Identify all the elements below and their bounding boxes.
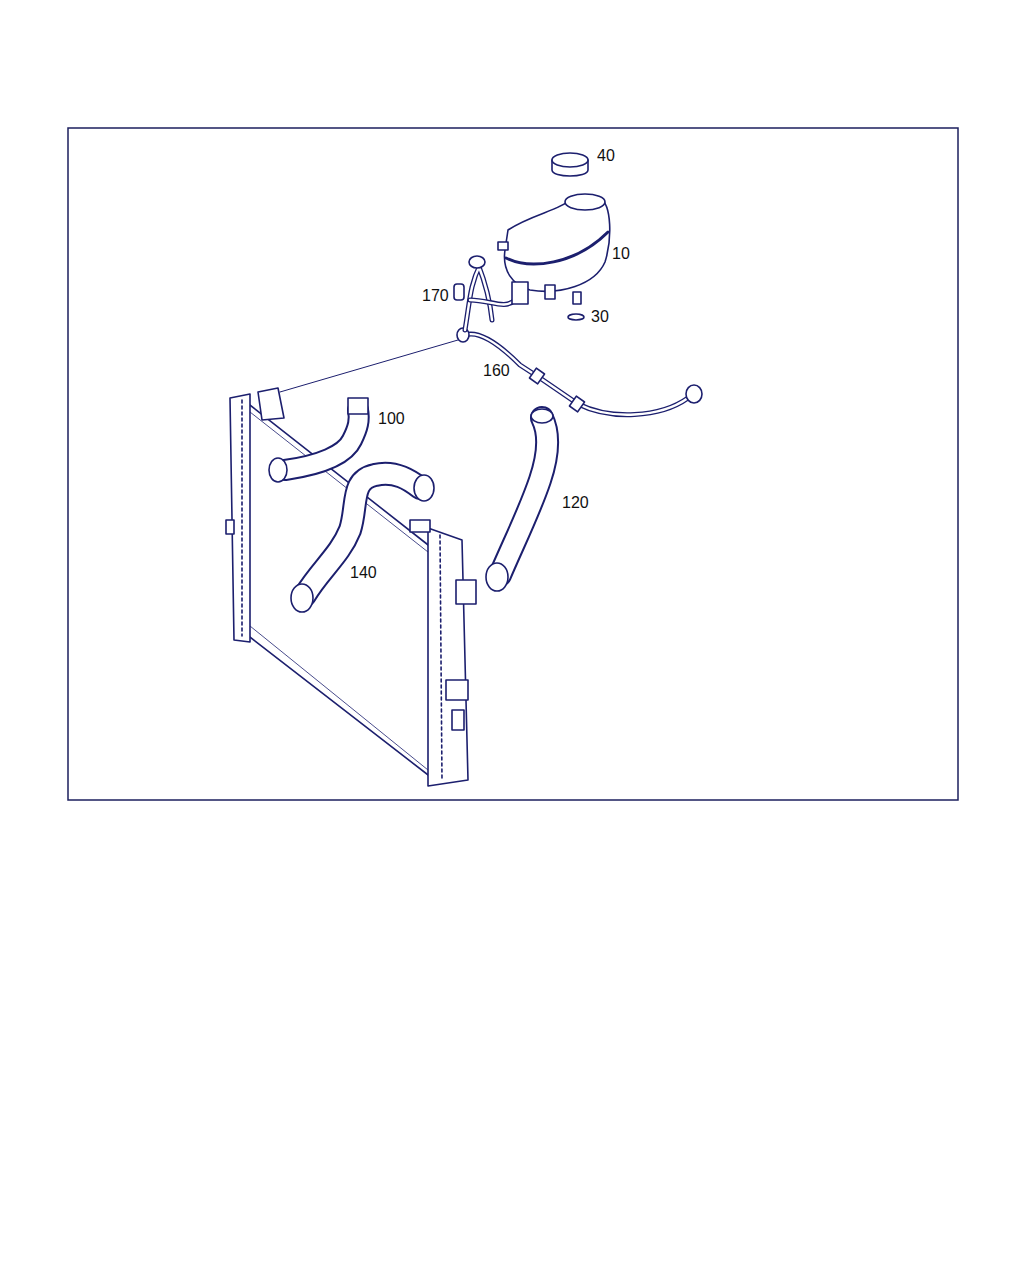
callout-number: 160 [482, 362, 511, 380]
callout-number: 140 [349, 564, 378, 582]
callout-number: 40 [596, 147, 616, 165]
hose [486, 409, 553, 591]
clip [454, 284, 464, 300]
expansion-tank [498, 194, 610, 304]
radiator [226, 340, 476, 786]
callout-number: 100 [377, 410, 406, 428]
filler-cap [552, 153, 588, 176]
hose [269, 398, 368, 482]
callout-number: 30 [590, 308, 610, 326]
callout-number: 10 [611, 245, 631, 263]
frame [68, 128, 958, 800]
callout-number: 120 [561, 494, 590, 512]
callout-number: 170 [421, 287, 450, 305]
hose [291, 474, 434, 612]
seal-ring [568, 314, 584, 320]
